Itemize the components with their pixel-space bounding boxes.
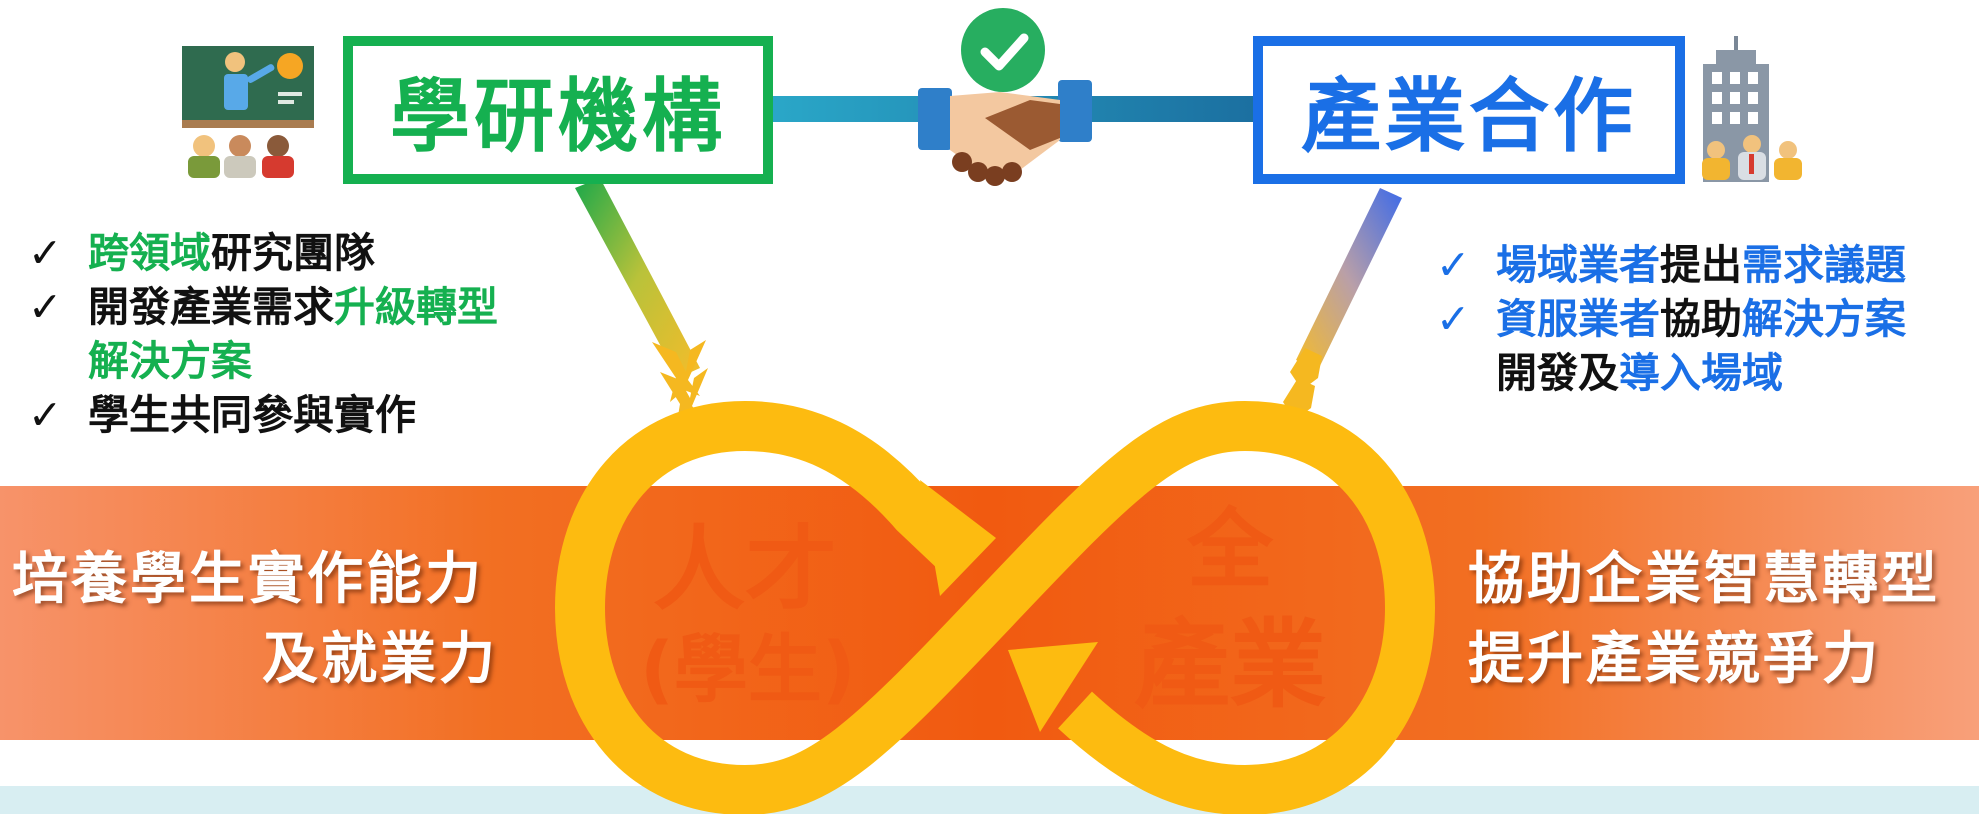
- list-item-continuation: 開發及導入場域: [1496, 349, 1783, 397]
- left-banner-bg: [0, 486, 990, 740]
- loop-arrowhead-upper: [920, 480, 996, 596]
- office-building-icon: [1702, 36, 1802, 182]
- industry-box: 產業合作: [1253, 36, 1685, 184]
- infinity-loop: [554, 400, 1436, 814]
- list-item: ✓資服業者協助解決方案: [1436, 292, 1906, 346]
- talent-label: 人才: [652, 516, 837, 623]
- all-label: 全: [1187, 500, 1273, 600]
- check-icon: ✓: [28, 229, 63, 277]
- list-item: ✓開發產業需求升級轉型: [28, 280, 498, 334]
- industry-checklist: ✓場域業者提出需求議題 ✓資服業者協助解決方案 開發及導入場域: [1436, 238, 1906, 400]
- student-label: (學生): [640, 627, 856, 713]
- list-item-continuation: 解決方案: [88, 337, 252, 385]
- loop-arrowhead-lower: [1008, 642, 1098, 732]
- industry-down-arrow: [1296, 188, 1402, 370]
- handshake-icon: [918, 8, 1092, 186]
- list-item: ✓學生共同參與實作: [28, 388, 498, 442]
- academia-box: 學研機構: [343, 36, 773, 184]
- right-banner-line1: 協助企業智慧轉型: [1468, 547, 1940, 612]
- check-icon: ✓: [1436, 295, 1471, 343]
- industry-loop-label: 產業: [1134, 609, 1326, 721]
- academia-checklist: ✓跨領域研究團隊 ✓開發產業需求升級轉型 解決方案 ✓學生共同參與實作: [28, 226, 498, 442]
- left-banner-line2: 及就業力: [262, 627, 498, 692]
- check-icon: ✓: [28, 391, 63, 439]
- footer-band: [0, 786, 1979, 814]
- list-item: ✓場域業者提出需求議題: [1436, 238, 1906, 292]
- check-icon: ✓: [1436, 241, 1471, 289]
- teacher-classroom-icon: [182, 46, 314, 178]
- check-icon: ✓: [28, 283, 63, 331]
- right-banner-bg: [990, 486, 1979, 740]
- list-item: ✓跨領域研究團隊: [28, 226, 498, 280]
- right-banner-line2: 提升產業競爭力: [1468, 627, 1881, 692]
- left-banner-line1: 培養學生實作能力: [12, 547, 484, 612]
- academia-down-arrow: [575, 178, 700, 378]
